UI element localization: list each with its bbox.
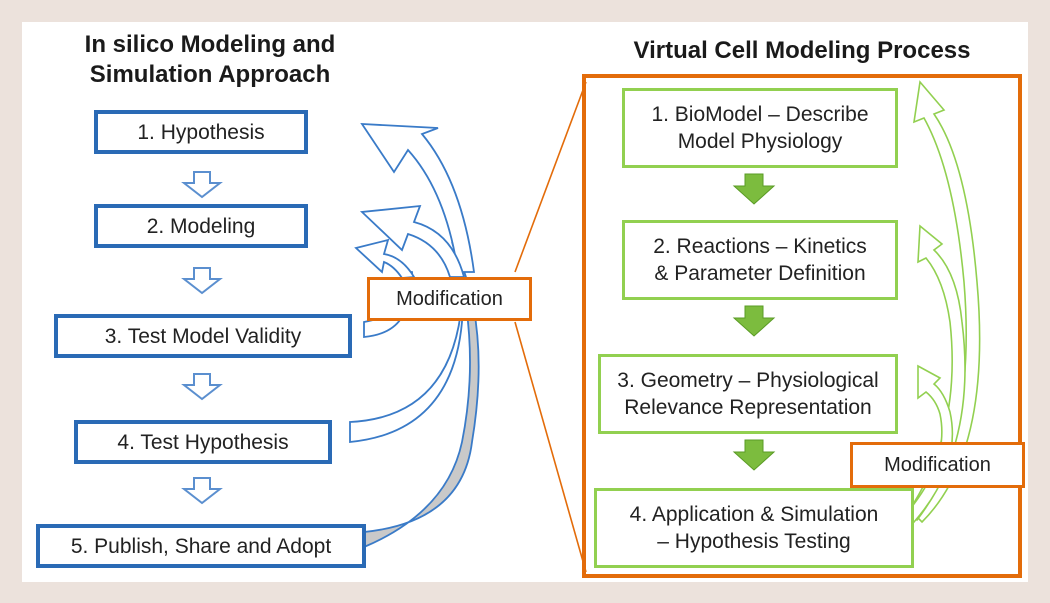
vc-step-application: 4. Application & Simulation – Hypothesis… bbox=[594, 488, 914, 568]
vc-step-3-line1: 3. Geometry – Physiological bbox=[617, 369, 879, 392]
vc-step-geometry: 3. Geometry – Physiological Relevance Re… bbox=[598, 354, 898, 434]
down-arrow-4 bbox=[181, 477, 223, 505]
down-arrow-2 bbox=[181, 267, 223, 295]
vc-step-2-line2: & Parameter Definition bbox=[654, 262, 866, 285]
step-test-model-validity: 3. Test Model Validity bbox=[54, 314, 352, 358]
down-arrow-1 bbox=[181, 171, 223, 199]
vc-step-biomodel: 1. BioModel – Describe Model Physiology bbox=[622, 88, 898, 168]
down-arrow-3 bbox=[181, 373, 223, 401]
left-title-line1: In silico Modeling and bbox=[84, 31, 336, 58]
green-arrow-3 bbox=[732, 439, 776, 471]
step-test-hypothesis: 4. Test Hypothesis bbox=[74, 420, 332, 464]
connector-top bbox=[514, 81, 587, 273]
step-publish-share-adopt: 5. Publish, Share and Adopt bbox=[36, 524, 366, 568]
virtual-cell-frame bbox=[582, 74, 1022, 578]
connector-bottom bbox=[514, 321, 587, 573]
vc-step-1-line2: Model Physiology bbox=[677, 130, 843, 153]
diagram-canvas: In silico Modeling and Simulation Approa… bbox=[22, 22, 1028, 582]
green-arrow-1 bbox=[732, 173, 776, 205]
vc-step-3-line2: Relevance Representation bbox=[624, 396, 872, 419]
modification-right: Modification bbox=[850, 442, 1025, 488]
feedback-curve-4 bbox=[349, 301, 463, 443]
feedback-arrow-3 bbox=[354, 238, 416, 279]
step-modeling: 2. Modeling bbox=[94, 204, 308, 248]
vc-step-4-line1: 4. Application & Simulation bbox=[629, 503, 879, 526]
vc-step-2-line1: 2. Reactions – Kinetics bbox=[653, 235, 867, 258]
right-title: Virtual Cell Modeling Process bbox=[633, 37, 971, 64]
vc-step-reactions: 2. Reactions – Kinetics & Parameter Defi… bbox=[622, 220, 898, 300]
feedback-arrow-2 bbox=[359, 204, 466, 278]
feedback-arrow-1 bbox=[360, 123, 476, 273]
left-title-line2: Simulation Approach bbox=[89, 61, 331, 88]
modification-left: Modification bbox=[367, 277, 532, 321]
vc-step-4-line2: – Hypothesis Testing bbox=[657, 530, 851, 553]
green-arrow-2 bbox=[732, 305, 776, 337]
step-hypothesis: 1. Hypothesis bbox=[94, 110, 308, 154]
vc-step-1-line1: 1. BioModel – Describe bbox=[651, 103, 869, 126]
left-title: In silico Modeling and Simulation Approa… bbox=[50, 30, 370, 90]
